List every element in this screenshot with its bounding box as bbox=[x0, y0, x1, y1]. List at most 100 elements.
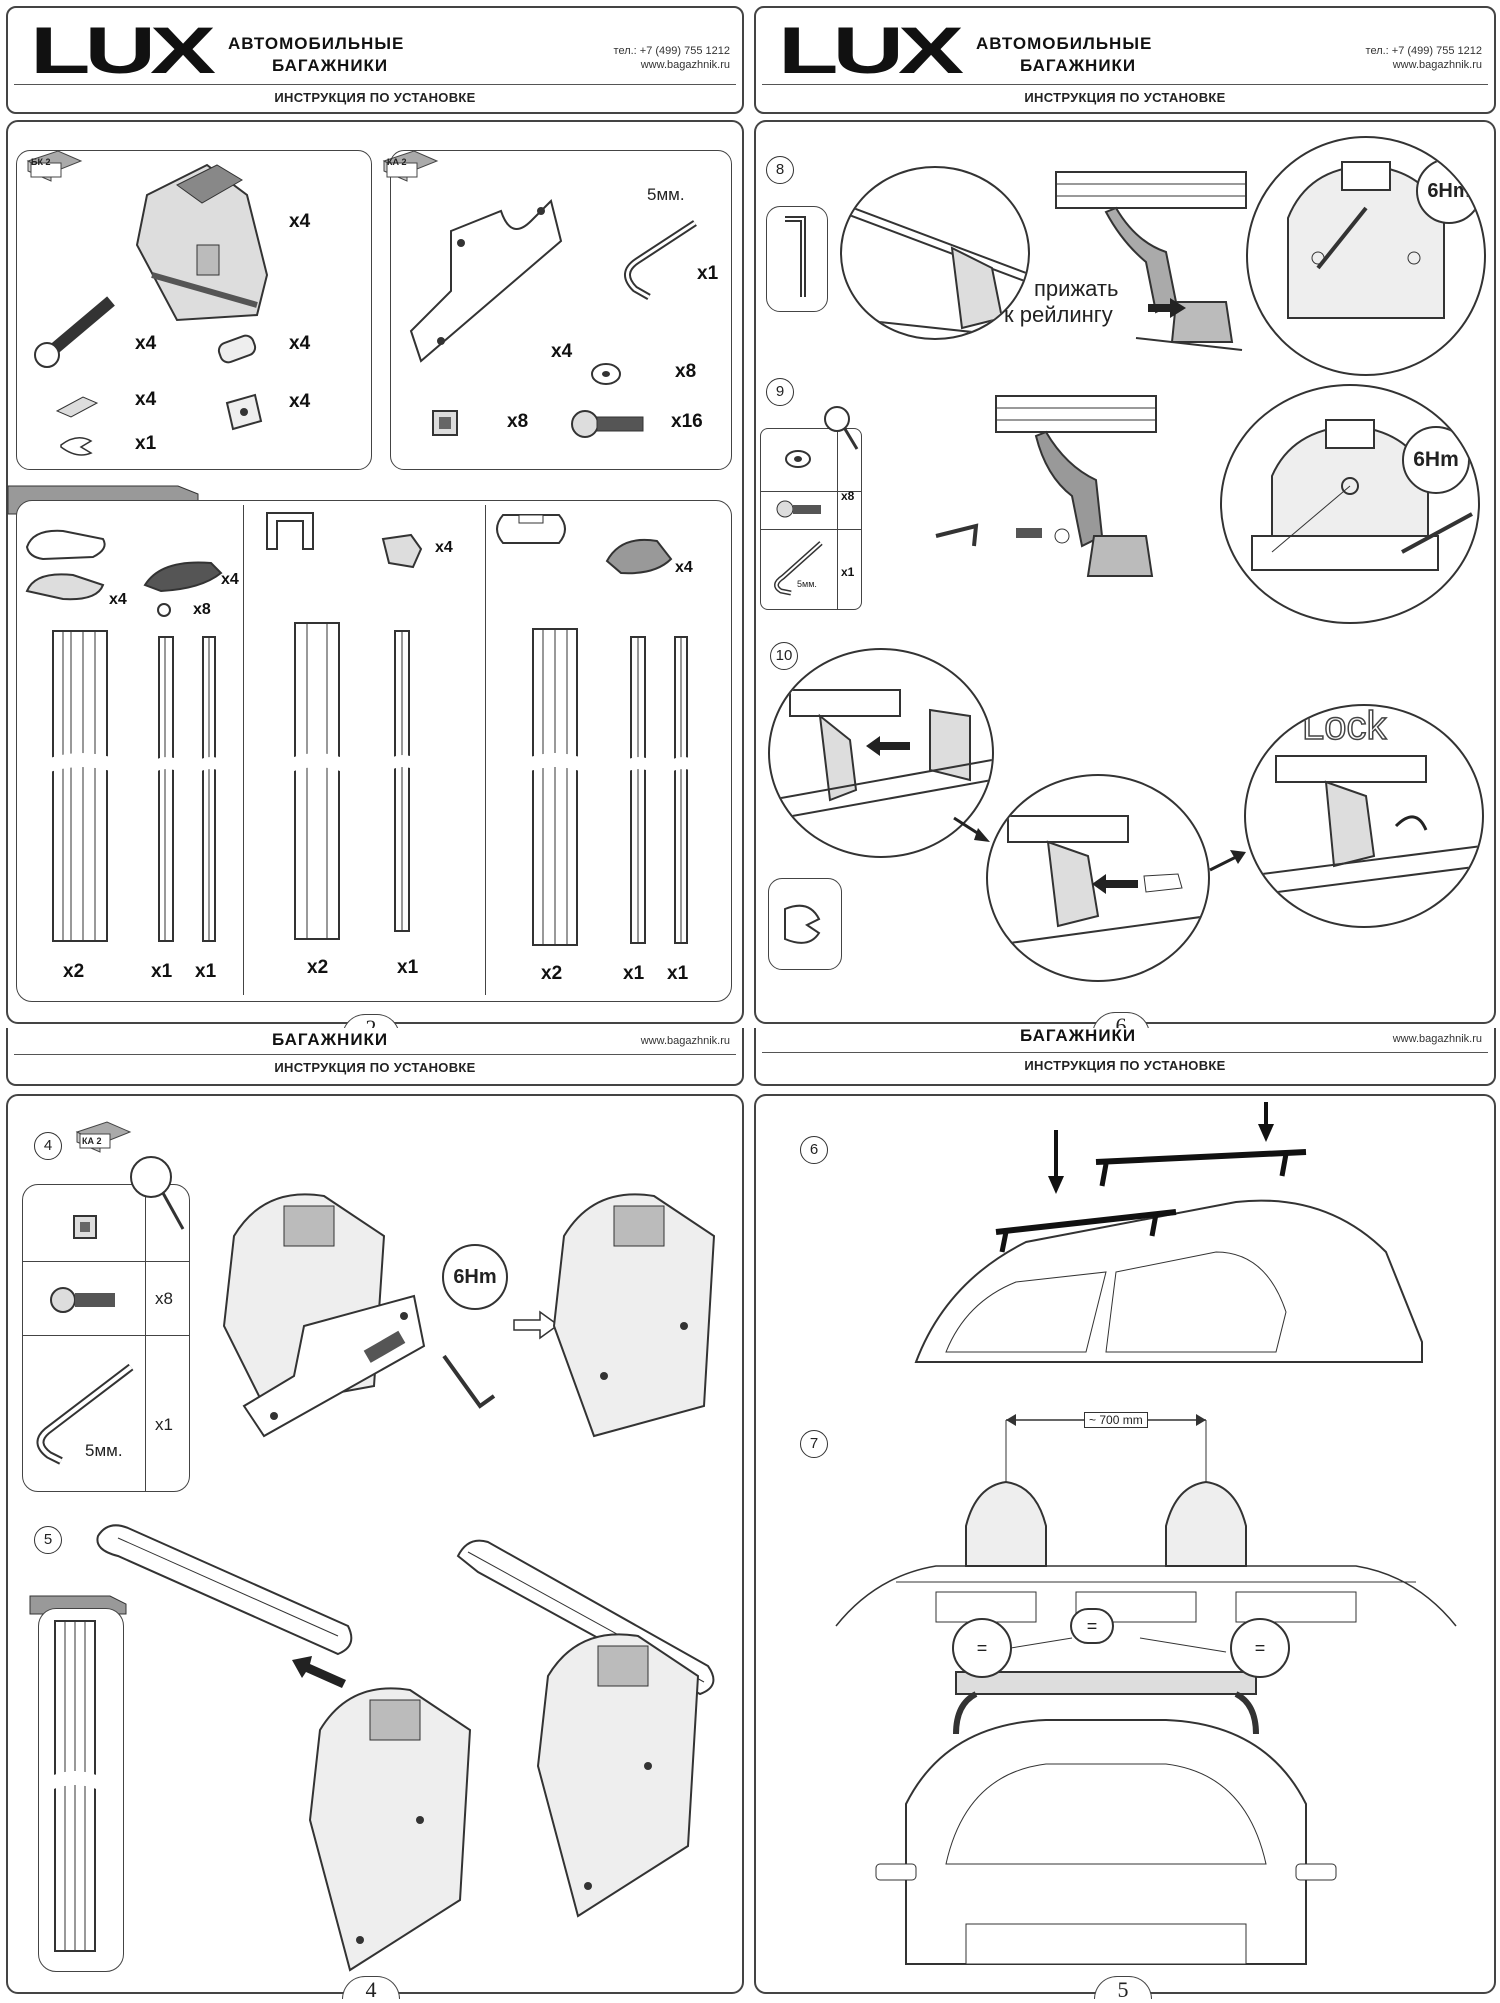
rect-cap-qty: x4 bbox=[435, 539, 453, 556]
hexkey-size: 5мм. bbox=[85, 1441, 123, 1460]
foot-profile-illustration bbox=[1055, 171, 1247, 351]
rect-cap-icon bbox=[381, 533, 423, 569]
bracket-qty: x4 bbox=[551, 341, 573, 362]
hex-key-icon bbox=[774, 541, 823, 596]
logo: LUX bbox=[30, 13, 216, 87]
screw-icon bbox=[50, 1287, 115, 1313]
insert-foot-illustration bbox=[770, 689, 992, 821]
site[interactable]: www.bagazhnik.ru bbox=[640, 59, 730, 71]
brand-line1: АВТОМОБИЛЬНЫЕ bbox=[228, 34, 405, 53]
hexkey-size: 5мм. bbox=[647, 185, 685, 204]
foot-qty: x4 bbox=[289, 211, 311, 232]
car-roof-crossbars bbox=[914, 1102, 1423, 1363]
square-nut-icon bbox=[73, 1215, 97, 1239]
kit-label-bk: БК 2 bbox=[31, 157, 51, 167]
equal-badge-center: = bbox=[1070, 1608, 1114, 1644]
subtitle: ИНСТРУКЦИЯ ПО УСТАНОВКЕ bbox=[1024, 90, 1226, 105]
press-to-rail-label: прижать к рейлингу bbox=[1004, 276, 1119, 327]
foot-for-bar bbox=[308, 1687, 472, 1972]
site[interactable]: www.bagazhnik.ru bbox=[1392, 59, 1482, 71]
bar-box-5 bbox=[38, 1608, 124, 1972]
rect-bar-qty: x2 bbox=[307, 957, 329, 978]
brand-line2: БАГАЖНИКИ bbox=[1020, 1028, 1137, 1045]
detail-circle-8b: 6Hm bbox=[1246, 136, 1486, 376]
squarenut-qty: x8 bbox=[507, 411, 529, 432]
washer-qty: x8 bbox=[675, 361, 697, 382]
aero-strip1-icon bbox=[153, 636, 181, 942]
kit-box-icon bbox=[26, 150, 83, 182]
bolt-icon bbox=[34, 296, 115, 368]
detail-circle-10b bbox=[986, 774, 1210, 982]
aero-cap-qty: x4 bbox=[109, 591, 127, 608]
logo: LUX bbox=[778, 13, 964, 87]
wing-profile-icon bbox=[496, 514, 566, 544]
brand-line2: БАГАЖНИКИ bbox=[272, 56, 389, 75]
aero-bar-icon bbox=[49, 1620, 101, 1952]
kit-label-ka: КА 2 bbox=[387, 157, 407, 167]
brand-line2: БАГАЖНИКИ bbox=[272, 1030, 389, 1049]
page-number-5: 5 bbox=[1094, 1976, 1152, 2002]
tool-box-4: x8 5мм. x1 bbox=[22, 1156, 190, 1492]
flow-arrow bbox=[953, 816, 990, 842]
kit-box-icon bbox=[382, 150, 439, 182]
header-page4: БАГАЖНИКИ www.bagazhnik.ru ИНСТРУКЦИЯ ПО… bbox=[6, 1028, 744, 1086]
locked-foot-illustration bbox=[1246, 755, 1482, 897]
wing-cap-qty: x4 bbox=[675, 559, 693, 576]
page2-panel: БК 2 x4 x4 x4 x4 x4 x1 bbox=[6, 120, 744, 1040]
tool-box-9: x8 5мм. x1 bbox=[760, 406, 862, 610]
detail-circle-9: 6Hm bbox=[1220, 384, 1480, 624]
screw-qty: x8 bbox=[841, 489, 855, 503]
plate-qty: x4 bbox=[135, 389, 157, 410]
contact: тел.: +7 (499) 755 1212 www.bagazhnik.ru bbox=[1366, 44, 1482, 72]
site[interactable]: www.bagazhnik.ru bbox=[1392, 1033, 1482, 1045]
screw-icon bbox=[776, 500, 821, 518]
detail-circle-8a bbox=[840, 166, 1030, 340]
aero-bar-icon bbox=[47, 630, 117, 942]
wing-cap-icon bbox=[605, 539, 673, 575]
aero-strip2-icon bbox=[197, 636, 225, 942]
aero-endcap-icon bbox=[143, 561, 223, 593]
foot-bracket-assembly bbox=[222, 1193, 496, 1438]
key-box-10 bbox=[768, 878, 842, 970]
equal-badge-right: = bbox=[1230, 1618, 1290, 1678]
flow-arrow bbox=[1209, 850, 1246, 872]
header-page5: БАГАЖНИКИ www.bagazhnik.ru ИНСТРУКЦИЯ ПО… bbox=[754, 1028, 1496, 1086]
square-nut-icon bbox=[432, 410, 458, 436]
nut-icon bbox=[217, 334, 257, 364]
subtitle: ИНСТРУКЦИЯ ПО УСТАНОВКЕ bbox=[274, 1060, 476, 1075]
key-icon bbox=[60, 437, 93, 456]
washer-icon bbox=[591, 363, 621, 385]
foot-plate-detail bbox=[1251, 419, 1473, 571]
hexkey-qty: x1 bbox=[841, 565, 855, 579]
phone: тел.: +7 (499) 755 1212 bbox=[1365, 45, 1482, 57]
aero-screw-qty: x8 bbox=[193, 601, 211, 618]
hex-key-icon bbox=[785, 216, 806, 297]
rect-bar-icon bbox=[289, 622, 345, 940]
foot-screw-illustration bbox=[935, 395, 1157, 577]
key-qty: x1 bbox=[135, 433, 157, 454]
rear-view-illustration bbox=[875, 1637, 1337, 1965]
wing-bar-icon bbox=[525, 628, 585, 946]
brand-line2: БАГАЖНИКИ bbox=[1020, 56, 1137, 75]
insert-key-illustration bbox=[988, 815, 1208, 947]
kit-label: КА 2 bbox=[82, 1136, 102, 1146]
site[interactable]: www.bagazhnik.ru bbox=[640, 1035, 730, 1047]
tool-box-8 bbox=[766, 206, 828, 312]
lock-label: Lock bbox=[1301, 704, 1387, 749]
step-9: 9 bbox=[766, 378, 794, 406]
wing-bar-qty: x2 bbox=[541, 963, 563, 984]
phone: тел.: +7 (499) 755 1212 bbox=[613, 45, 730, 57]
page4-panel: 4 КА 2 x8 5мм. x1 bbox=[6, 1094, 744, 2002]
side-spacing-illustration bbox=[835, 1414, 1457, 1627]
crossbar-insert bbox=[96, 1524, 353, 1656]
page6-panel: 8 прижать к рейлингу bbox=[754, 120, 1496, 1038]
hex-key-icon bbox=[36, 1363, 134, 1465]
page5-panel: 6 7 ~ 700 mm = = = bbox=[754, 1094, 1496, 2002]
hex-key-icon bbox=[624, 220, 697, 301]
magnifier-icon bbox=[824, 406, 859, 450]
step-10: 10 bbox=[770, 642, 798, 670]
step-8: 8 bbox=[766, 156, 794, 184]
header-page2: LUX АВТОМОБИЛЬНЫЕ БАГАЖНИКИ тел.: +7 (49… bbox=[6, 6, 744, 114]
wing-strip2-icon bbox=[669, 636, 697, 944]
mount-bracket-icon bbox=[409, 199, 563, 363]
